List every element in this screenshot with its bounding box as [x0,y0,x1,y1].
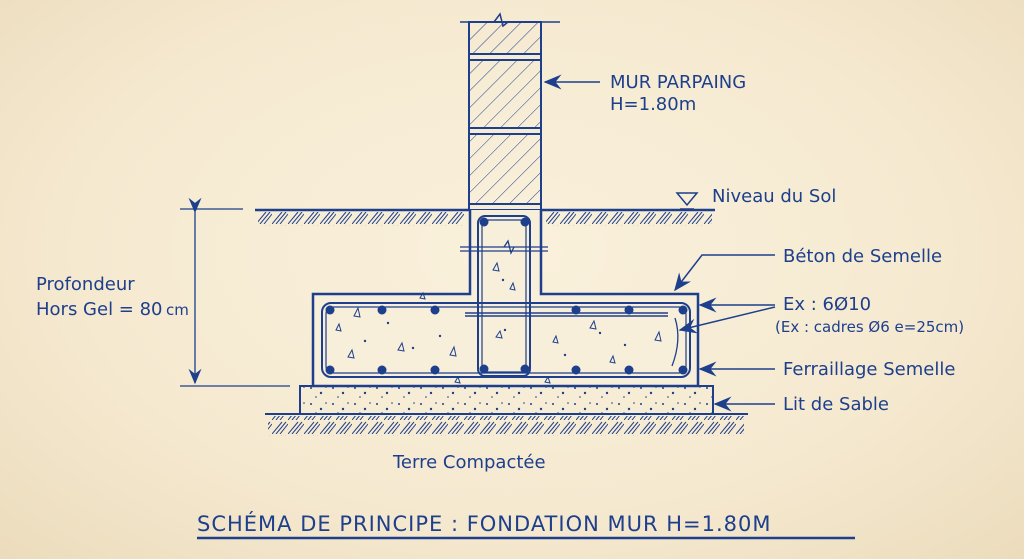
label-compacted-soil: Terre Compactée [392,452,546,473]
label-footing-reinforcement: Ferraillage Semelle [783,359,955,380]
ground-level-triangle-icon [675,192,699,210]
label-footing-concrete: Béton de Semelle [783,246,942,267]
block-wall [460,12,560,211]
leader-lines [543,74,776,412]
label-ground-level: Niveau du Sol [712,186,836,207]
concrete-footing [311,210,700,388]
label-wall-name: MUR PARPAING [610,72,746,93]
label-depth-line1: Profondeur [36,274,135,295]
label-rebar-main: Ex : 6Ø10 [783,294,871,315]
label-rebar-stirrups: (Ex : cadres Ø6 e=25cm) [775,318,964,336]
ground-surface [255,208,715,226]
depth-dimension [180,197,290,387]
sand-bed [265,385,748,436]
label-sand-bed: Lit de Sable [783,394,889,415]
rebar-dots [325,217,688,375]
label-wall-height: H=1.80m [610,94,696,115]
diagram-title: SCHÉMA DE PRINCIPE : FONDATION MUR H=1.8… [197,511,772,536]
label-depth-line2: Hors Gel = 80 [36,299,163,320]
label-depth-unit: cm [166,301,189,319]
